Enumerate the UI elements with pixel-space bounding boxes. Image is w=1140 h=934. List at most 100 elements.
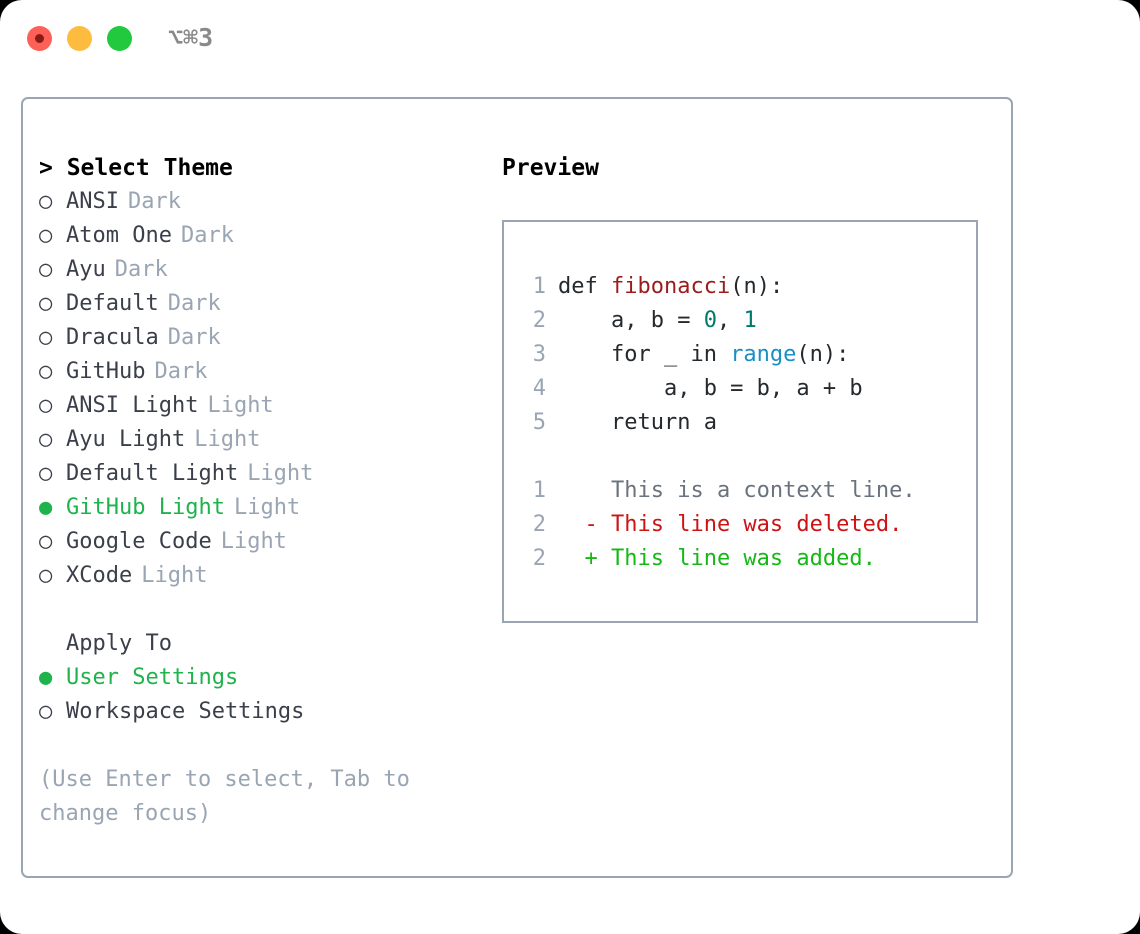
theme-list-item[interactable]: ○ Default Dark [39,287,479,321]
radio-unselected-icon: ○ [39,189,53,214]
keyboard-hint: (Use Enter to select, Tab to change focu… [39,767,410,826]
diff-line: 1 This is a context line. [520,474,976,508]
theme-variant-tag: Light [233,495,301,520]
code-token: def [558,274,611,299]
theme-variant-tag: Dark [167,291,221,316]
radio-unselected-icon: ○ [39,223,53,248]
code-token: fibonacci [610,274,731,299]
title-bar: ⌥⌘3 [0,0,1140,76]
theme-list-item[interactable]: ○ Ayu Dark [39,253,479,287]
apply-to-marker-blank [39,627,66,661]
radio-unselected-icon: ○ [39,325,53,350]
theme-variant-tag: Dark [167,325,221,350]
theme-list-item[interactable]: ○ Default Light Light [39,457,479,491]
line-number: 5 [532,410,546,435]
preview-heading: Preview [502,155,599,181]
theme-name: Default [66,291,159,316]
list-spacer [39,593,479,627]
diff-line: 2 - This line was deleted. [520,508,976,542]
theme-variant-tag: Light [141,563,208,588]
close-button[interactable] [27,26,52,51]
theme-variant-tag: Dark [127,189,181,214]
keyboard-shortcut-label: ⌥⌘3 [168,23,214,52]
code-line: 3 for _ in range(n): [520,338,976,372]
apply-to-heading: Apply To [66,631,172,656]
line-number: 1 [532,274,546,299]
theme-list-item[interactable]: ● GitHub Light Light [39,491,479,525]
apply-to-item[interactable]: ● User Settings [39,661,479,695]
radio-unselected-icon: ○ [39,291,53,316]
diff-sample: 1 This is a context line.2 - This line w… [520,474,976,576]
theme-name: Google Code [66,529,212,554]
theme-name: GitHub Light [66,495,225,520]
theme-name: Default Light [66,461,239,486]
theme-name: Ayu Light [66,427,186,452]
radio-unselected-icon: ○ [39,461,53,486]
apply-to-item[interactable]: ○Workspace Settings [39,695,479,729]
theme-variant-tag: Dark [154,359,208,384]
code-token: , [716,308,744,333]
radio-unselected-icon: ○ [39,393,53,418]
code-line: 2 a, b = 0, 1 [520,304,976,338]
radio-unselected-icon: ○ [39,257,53,282]
code-token: for _ in [558,342,731,367]
theme-variant-tag: Dark [180,223,234,248]
theme-variant-tag: Light [194,427,261,452]
radio-unselected-icon: ○ [39,529,53,554]
code-token: (n): [796,342,850,367]
line-number: 2 [532,512,546,537]
theme-name: XCode [66,563,133,588]
theme-list-item[interactable]: ○ ANSI Dark [39,185,479,219]
zoom-button[interactable] [107,26,132,51]
theme-variant-tag: Light [220,529,287,554]
radio-unselected-icon: ○ [39,699,53,724]
code-token: range [730,342,797,367]
apply-to-label: User Settings [66,665,239,690]
theme-name: ANSI Light [66,393,199,418]
line-number: 3 [532,342,546,367]
diff-text: This is a context line. [558,478,916,503]
theme-name: Ayu [66,257,106,282]
code-token: (n): [730,274,784,299]
line-number: 1 [532,478,546,503]
radio-unselected-icon: ○ [39,359,53,384]
diff-line: 2 + This line was added. [520,542,976,576]
theme-variant-tag: Light [247,461,314,486]
code-token: 1 [743,308,757,333]
code-line: 4 a, b = b, a + b [520,372,976,406]
code-token: a, b = b, a + b [558,376,863,401]
code-diff-gap [520,440,976,474]
diff-text: - This line was deleted. [558,512,903,537]
theme-list-item[interactable]: ○ Dracula Dark [39,321,479,355]
code-token: return a [558,410,717,435]
diff-text: + This line was added. [558,546,876,571]
code-line: 1 def fibonacci(n): [520,270,976,304]
theme-name: Dracula [66,325,159,350]
theme-list-item[interactable]: ○ Atom One Dark [39,219,479,253]
code-token: 0 [703,308,717,333]
apply-to-heading-row: Apply To [39,627,479,661]
theme-name: Atom One [66,223,172,248]
line-number: 2 [532,546,546,571]
radio-selected-icon: ● [39,495,53,520]
minimize-button[interactable] [67,26,92,51]
theme-list-item[interactable]: ○ XCode Light [39,559,479,593]
code-line: 5 return a [520,406,976,440]
theme-list-item[interactable]: ○ Google Code Light [39,525,479,559]
theme-variant-tag: Dark [114,257,168,282]
radio-unselected-icon: ○ [39,563,53,588]
code-token: a, b = [558,308,704,333]
theme-name: ANSI [66,189,119,214]
radio-selected-icon: ● [39,665,53,690]
line-number: 4 [532,376,546,401]
